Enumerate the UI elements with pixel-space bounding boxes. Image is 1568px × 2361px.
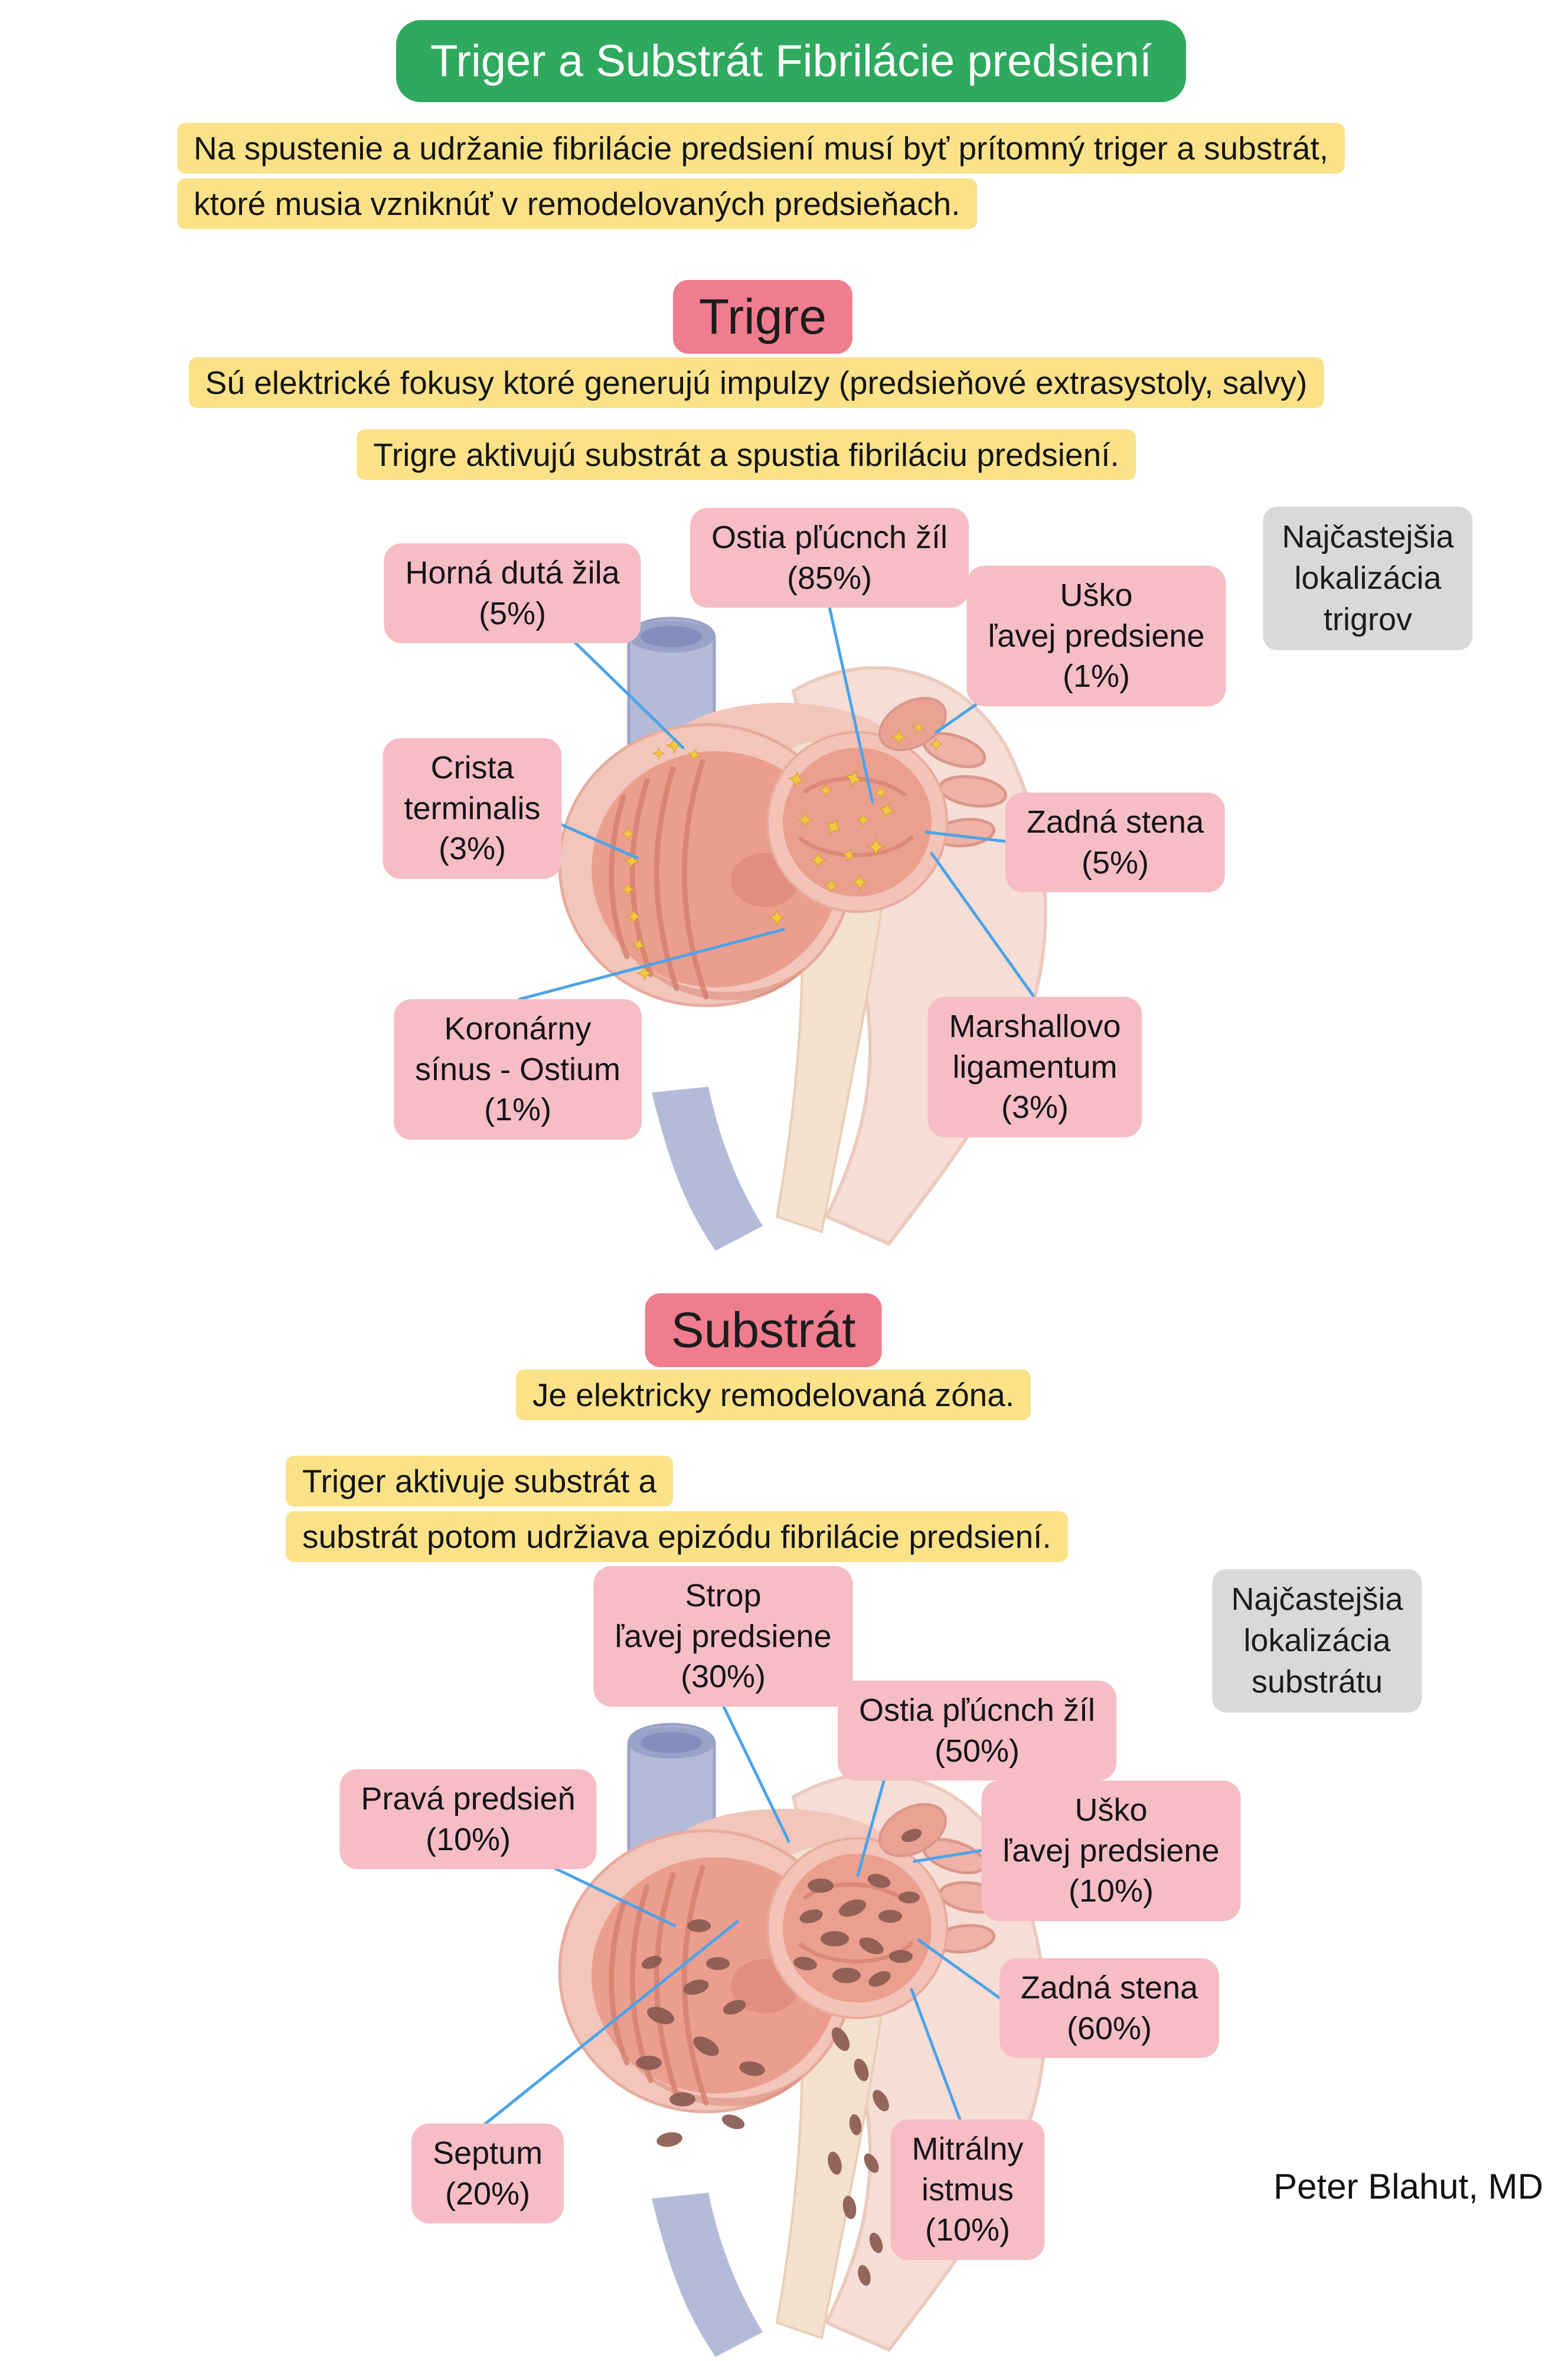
callout-text-line: (30%): [680, 1659, 766, 1695]
callout-zadna-stena: Zadná stena (5%): [1005, 793, 1226, 893]
triggers-desc-1: Sú elektrické fokusy ktoré generujú impu…: [188, 357, 1324, 408]
callout-text-line: Crista: [430, 750, 514, 785]
callout-text-line: (60%): [1066, 2010, 1152, 2046]
callout-horna-duta-zila: Horná dutá žila (5%): [384, 543, 641, 644]
callout-strop-lavej-predsiene: Strop ľavej predsiene (30%): [593, 1566, 853, 1707]
callout-ostia-plucnych-zil: Ostia pľúcnch žíl (85%): [690, 508, 969, 608]
callout-zadna-stena-substrate: Zadná stena (60%): [999, 1958, 1220, 2059]
substrate-desc-2-line-2: substrát potom udržiava epizódu fibrilác…: [286, 1511, 1068, 1562]
callout-text-line: Ostia pľúcnch žíl: [859, 1693, 1095, 1728]
legend-text-line: Najčastejšia: [1231, 1581, 1403, 1617]
callout-text-line: (10%): [425, 1821, 511, 1857]
callout-mitralny-istmus: Mitrálny istmus (10%): [890, 2119, 1045, 2260]
callout-koronarny-sinus-ostium: Koronárny sínus - Ostium (1%): [393, 999, 642, 1140]
callout-text-line: Strop: [685, 1578, 762, 1613]
callout-text-line: (5%): [1081, 844, 1149, 881]
substrate-heading-text: Substrát: [671, 1302, 856, 1358]
callout-text-line: Mitrálny: [912, 2131, 1024, 2167]
triggers-legend-box: Najčastejšia lokalizácia trigrov: [1263, 507, 1473, 650]
triggers-heading-text: Trigre: [698, 289, 827, 344]
legend-text-line: lokalizácia: [1294, 560, 1442, 596]
intro-line-1: Na spustenie a udržanie fibrilácie preds…: [177, 123, 1345, 174]
callout-text-line: ligamentum: [952, 1049, 1118, 1085]
callout-text-line: Pravá predsieň: [361, 1781, 576, 1817]
page-title-text: Triger a Substrát Fibrilácie predsiení: [430, 36, 1152, 86]
callout-text-line: ľavej predsiene: [615, 1618, 832, 1654]
callout-text-line: ľavej predsiene: [988, 618, 1205, 654]
callout-text-line: terminalis: [404, 790, 541, 826]
substrate-legend-box: Najčastejšia lokalizácia substrátu: [1212, 1569, 1422, 1713]
legend-text-line: Najčastejšia: [1282, 519, 1454, 555]
intro-text: Na spustenie a udržanie fibrilácie preds…: [177, 123, 1345, 229]
legend-text-line: trigrov: [1323, 602, 1413, 638]
callout-text-line: (1%): [484, 1092, 552, 1128]
callout-text-line: (1%): [1062, 658, 1131, 694]
callout-usko-lavej-predsiene: Uško ľavej predsiene (1%): [966, 566, 1226, 706]
triggers-heading: Trigre: [672, 280, 853, 354]
callout-marshallovo-ligamentum: Marshallovo ligamentum (3%): [927, 997, 1142, 1137]
callout-crista-terminalis: Crista terminalis (3%): [383, 738, 562, 879]
callout-text-line: (3%): [438, 831, 506, 867]
substrate-desc-1: Je elektricky remodelovaná zóna.: [515, 1369, 1031, 1420]
callout-text-line: (10%): [925, 2212, 1011, 2248]
callout-text-line: ľavej predsiene: [1002, 1832, 1220, 1868]
callout-text-line: (5%): [478, 595, 546, 631]
callout-text-line: (10%): [1068, 1873, 1154, 1909]
callout-text-line: Uško: [1060, 578, 1133, 613]
callout-septum: Septum (20%): [411, 2124, 564, 2224]
callout-text-line: (20%): [445, 2176, 531, 2212]
substrate-heading: Substrát: [645, 1293, 882, 1367]
callout-prava-predsien: Pravá predsieň (10%): [339, 1769, 597, 1870]
callout-text-line: istmus: [921, 2171, 1014, 2207]
intro-line-2: ktoré musia vzniknúť v remodelovaných pr…: [177, 178, 977, 229]
legend-text-line: substrátu: [1251, 1664, 1383, 1700]
callout-text-line: Zadná stena: [1026, 804, 1204, 840]
callout-ostia-plucnych-zil-substrate: Ostia pľúcnch žíl (50%): [838, 1681, 1116, 1781]
legend-text-line: lokalizácia: [1243, 1623, 1391, 1659]
callout-text-line: Ostia pľúcnch žíl: [711, 520, 948, 555]
page-title: Triger a Substrát Fibrilácie predsiení: [396, 20, 1187, 102]
atrial-fibrillation-infographic: Triger a Substrát Fibrilácie predsiení N…: [177, 20, 1543, 2215]
author-credit: Peter Blahut, MD: [1273, 2167, 1543, 2206]
substrate-desc-2-line-1: Triger aktivuje substrát a: [286, 1456, 674, 1506]
callout-text-line: (3%): [1001, 1090, 1069, 1126]
callout-text-line: sínus - Ostium: [414, 1051, 621, 1087]
callout-text-line: Septum: [432, 2135, 543, 2171]
callout-usko-lavej-predsiene-substrate: Uško ľavej predsiene (10%): [981, 1780, 1241, 1921]
callout-text-line: Uško: [1074, 1792, 1148, 1828]
substrate-desc-2: Triger aktivuje substrát a substrát poto…: [286, 1456, 1068, 1562]
callout-text-line: Marshallovo: [949, 1009, 1121, 1044]
callout-text-line: Koronárny: [444, 1011, 592, 1046]
callout-text-line: Horná dutá žila: [405, 555, 620, 591]
triggers-desc-2: Trigre aktivujú substrát a spustia fibri…: [357, 429, 1136, 480]
callout-text-line: Zadná stena: [1020, 1970, 1198, 2005]
callout-text-line: (50%): [934, 1733, 1020, 1769]
callout-text-line: (85%): [786, 560, 873, 596]
